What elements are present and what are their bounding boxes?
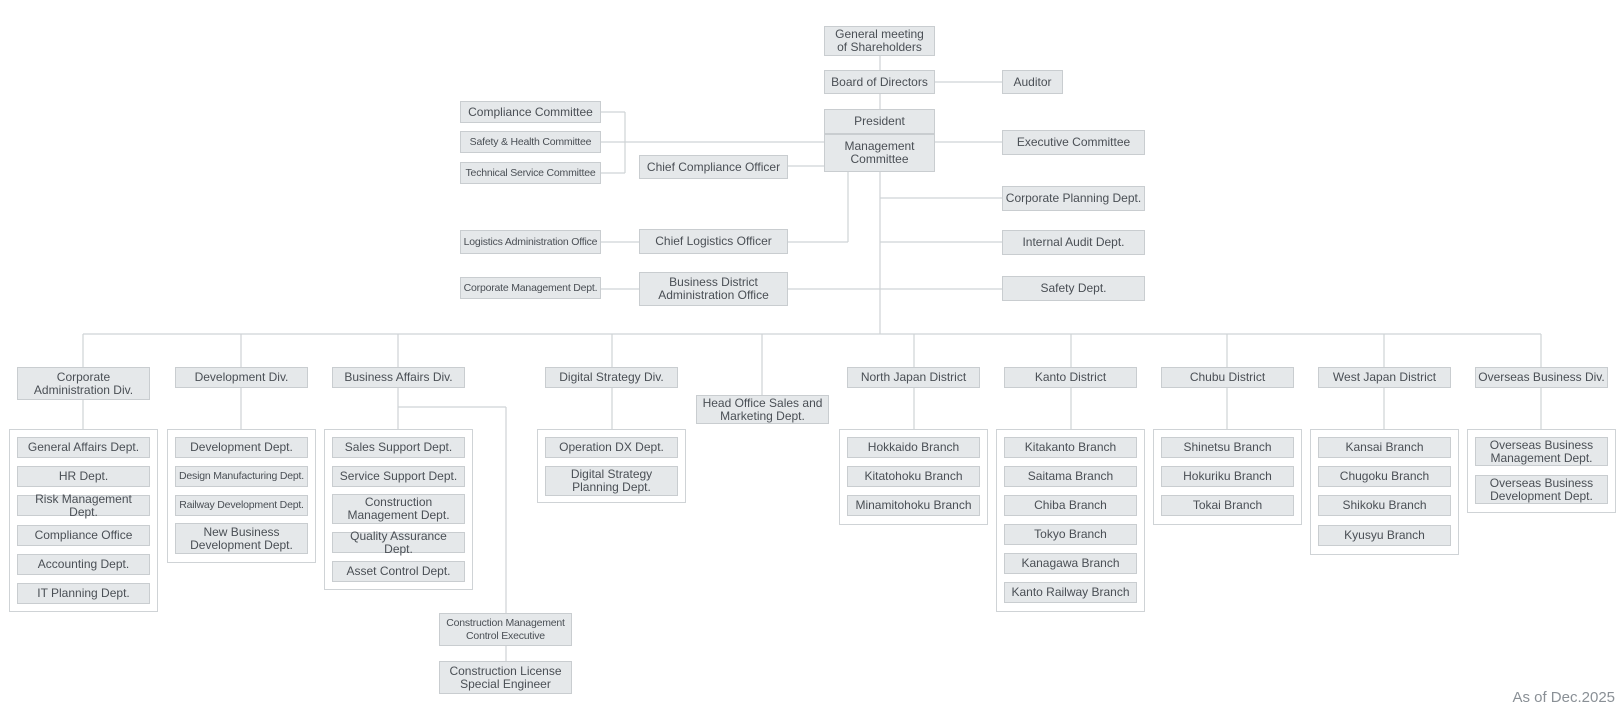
- dept-general-affairs: General Affairs Dept.: [17, 437, 150, 458]
- branch-hokuriku: Hokuriku Branch: [1161, 466, 1294, 487]
- division-north-japan: North Japan District: [847, 367, 980, 388]
- branch-hokkaido: Hokkaido Branch: [847, 437, 980, 458]
- division-west-japan: West Japan District: [1318, 367, 1451, 388]
- branch-kyusyu: Kyusyu Branch: [1318, 525, 1451, 546]
- dept-quality-assurance: Quality Assurance Dept.: [332, 529, 465, 555]
- dept-construction-management: Construction Management Dept.: [332, 494, 465, 524]
- branch-shinetsu: Shinetsu Branch: [1161, 437, 1294, 458]
- division-digital-strategy: Digital Strategy Div.: [545, 367, 678, 388]
- dept-overseas-development: Overseas Business Development Dept.: [1475, 475, 1608, 504]
- dept-railway-development: Railway Development Dept.: [175, 495, 308, 516]
- dept-accounting: Accounting Dept.: [17, 554, 150, 575]
- dept-asset-control: Asset Control Dept.: [332, 561, 465, 582]
- branch-kansai: Kansai Branch: [1318, 437, 1451, 458]
- dept-digital-strategy-planning: Digital Strategy Planning Dept.: [545, 466, 678, 496]
- construction-management-control-executive: Construction Management Control Executiv…: [439, 613, 572, 646]
- logistics-admin-office-box: Logistics Administration Office: [460, 230, 601, 254]
- branch-saitama: Saitama Branch: [1004, 466, 1137, 487]
- dept-it-planning: IT Planning Dept.: [17, 583, 150, 604]
- dept-service-support: Service Support Dept.: [332, 466, 465, 487]
- branch-minamitohoku: Minamitohoku Branch: [847, 495, 980, 516]
- dept-development: Development Dept.: [175, 437, 308, 458]
- dept-sales-support: Sales Support Dept.: [332, 437, 465, 458]
- dept-compliance-office: Compliance Office: [17, 525, 150, 546]
- branch-shikoku: Shikoku Branch: [1318, 495, 1451, 516]
- division-head-office-sales: Head Office Sales and Marketing Dept.: [696, 395, 829, 424]
- group-corporate-admin: [9, 429, 158, 612]
- shareholders-meeting-box: General meeting of Shareholders: [824, 26, 935, 56]
- corporate-planning-box: Corporate Planning Dept.: [1002, 186, 1145, 211]
- division-development: Development Div.: [175, 367, 308, 388]
- president-box: President: [824, 109, 935, 134]
- corporate-management-box: Corporate Management Dept.: [460, 277, 601, 299]
- executive-committee-box: Executive Committee: [1002, 130, 1145, 155]
- chief-compliance-officer-box: Chief Compliance Officer: [639, 155, 788, 179]
- chief-logistics-officer-box: Chief Logistics Officer: [639, 229, 788, 254]
- group-kanto: [996, 429, 1145, 612]
- branch-chiba: Chiba Branch: [1004, 495, 1137, 516]
- division-kanto: Kanto District: [1004, 367, 1137, 388]
- committee-compliance: Compliance Committee: [460, 101, 601, 123]
- division-business-affairs: Business Affairs Div.: [332, 367, 465, 388]
- division-chubu: Chubu District: [1161, 367, 1294, 388]
- committee-technical-service: Technical Service Committee: [460, 162, 601, 184]
- branch-tokyo: Tokyo Branch: [1004, 524, 1137, 545]
- dept-design-manufacturing: Design Manufacturing Dept.: [175, 466, 308, 487]
- branch-kitakanto: Kitakanto Branch: [1004, 437, 1137, 458]
- dept-new-business-development: New Business Development Dept.: [175, 523, 308, 554]
- branch-kanagawa: Kanagawa Branch: [1004, 553, 1137, 574]
- safety-dept-box: Safety Dept.: [1002, 276, 1145, 301]
- dept-risk-management: Risk Management Dept.: [17, 492, 150, 518]
- dept-hr: HR Dept.: [17, 466, 150, 487]
- division-corporate-admin: Corporate Administration Div.: [17, 367, 150, 400]
- board-of-directors-box: Board of Directors: [824, 70, 935, 94]
- division-overseas: Overseas Business Div.: [1475, 367, 1608, 388]
- as-of-date: As of Dec.2025: [1512, 689, 1615, 706]
- business-district-admin-box: Business District Administration Office: [639, 272, 788, 306]
- committee-safety-health: Safety & Health Committee: [460, 131, 601, 153]
- auditor-box: Auditor: [1002, 70, 1063, 94]
- branch-chugoku: Chugoku Branch: [1318, 466, 1451, 487]
- branch-kanto-railway: Kanto Railway Branch: [1004, 582, 1137, 603]
- construction-license-special-engineer: Construction License Special Engineer: [439, 661, 572, 694]
- dept-operation-dx: Operation DX Dept.: [545, 437, 678, 458]
- branch-tokai: Tokai Branch: [1161, 495, 1294, 516]
- dept-overseas-management: Overseas Business Management Dept.: [1475, 437, 1608, 466]
- branch-kitatohoku: Kitatohoku Branch: [847, 466, 980, 487]
- management-committee-box: Management Committee: [824, 134, 935, 172]
- internal-audit-box: Internal Audit Dept.: [1002, 230, 1145, 255]
